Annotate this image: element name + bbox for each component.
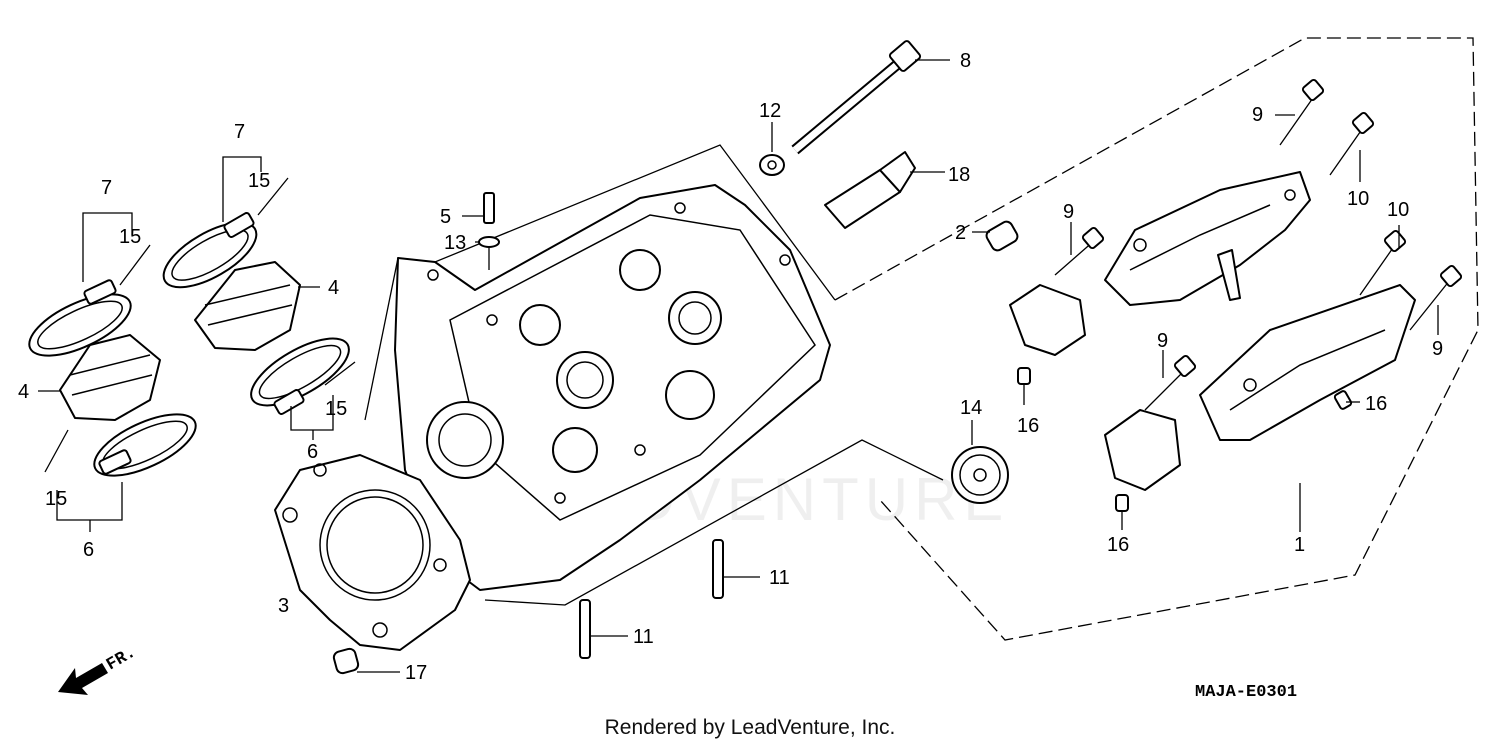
callout-14: 14: [960, 397, 982, 419]
camshaft-holder-frame: [834, 37, 1479, 641]
callout-16-a: 16: [1017, 415, 1039, 437]
callout-12: 12: [759, 100, 781, 122]
screw-15-left-upper: [119, 244, 151, 286]
camshaft-holder-upper: [1104, 171, 1311, 306]
callout-9-c: 9: [1157, 330, 1168, 352]
callout-7-left: 7: [101, 177, 112, 199]
callout-16-b: 16: [1365, 393, 1387, 415]
callout-6-right: 6: [307, 441, 318, 463]
stud-bolt-11-a: [712, 539, 760, 599]
callout-2: 2: [955, 222, 966, 244]
bolt-10-b: [1359, 225, 1407, 296]
callout-15-c: 15: [325, 398, 347, 420]
diagram-code: MAJA-E0301: [1195, 683, 1297, 702]
head-gasket: [274, 454, 471, 651]
front-label: FR.: [104, 643, 140, 675]
dowel-pin-2: [972, 220, 1019, 252]
bolt-8: [791, 40, 950, 155]
bracket-lines-left: [56, 212, 133, 532]
screw-15-right-upper: [257, 177, 289, 216]
dowel-pin-17: [332, 647, 400, 675]
callout-9-b: 9: [1063, 201, 1074, 223]
intake-insulator-right: [194, 261, 320, 351]
callout-9-a: 9: [1252, 104, 1263, 126]
clamp-band-right-lower: [250, 337, 350, 415]
callout-4-left: 4: [18, 381, 29, 403]
cylinder-head: [394, 184, 831, 591]
bolt-9-c: [1409, 264, 1463, 335]
screw-15-left-lower: [44, 429, 69, 473]
callout-labels: 1 2 3 4 4 5 6 6 7 7 8 9 9 9 9 10 10 11 1…: [18, 50, 1443, 684]
front-arrow-icon: FR.: [58, 643, 140, 695]
intake-insulator-left: [38, 334, 161, 421]
washer-12: [759, 122, 785, 176]
bracket-lines-right: [222, 156, 334, 440]
bolt-9-a: [1054, 222, 1105, 276]
bolt-9-b: [1275, 78, 1325, 146]
render-credit: Rendered by LeadVenture, Inc.: [604, 716, 896, 739]
callout-9-d: 9: [1432, 338, 1443, 360]
callout-15-d: 15: [45, 488, 67, 510]
callout-7-right: 7: [234, 121, 245, 143]
washer-13: [475, 236, 500, 270]
callout-18: 18: [948, 164, 970, 186]
callout-1: 1: [1294, 534, 1305, 556]
callout-8: 8: [960, 50, 971, 72]
callout-10-b: 10: [1387, 199, 1409, 221]
bolt-5: [462, 192, 495, 224]
callout-13: 13: [444, 232, 466, 254]
screw-15-right-lower: [324, 361, 356, 386]
dowel-16-right: [1333, 390, 1360, 410]
clamp-band-right-upper: [162, 212, 258, 289]
callout-15-a: 15: [119, 226, 141, 248]
clamp-band-left-lower: [93, 413, 197, 477]
callout-10-a: 10: [1347, 188, 1369, 210]
callout-16-c: 16: [1107, 534, 1129, 556]
bracket-left: [1009, 284, 1086, 405]
clamp-band-left-upper: [28, 279, 132, 357]
callout-15-b: 15: [248, 170, 270, 192]
callout-11-a: 11: [769, 567, 790, 589]
callout-3: 3: [278, 595, 289, 617]
camshaft-holder-lower: [1199, 284, 1416, 441]
bolt-9-d: [1144, 350, 1197, 411]
callout-4-right: 4: [328, 277, 339, 299]
callout-11-b: 11: [633, 626, 654, 648]
bracket-right: [1104, 409, 1181, 530]
cam-gear-14: [951, 420, 1009, 504]
stud-bolt-11-b: [579, 599, 628, 659]
callout-17: 17: [405, 662, 427, 684]
callout-5: 5: [440, 206, 451, 228]
bolt-10-a: [1329, 111, 1375, 182]
callout-6-left: 6: [83, 539, 94, 561]
spark-plug-18: [824, 151, 945, 229]
